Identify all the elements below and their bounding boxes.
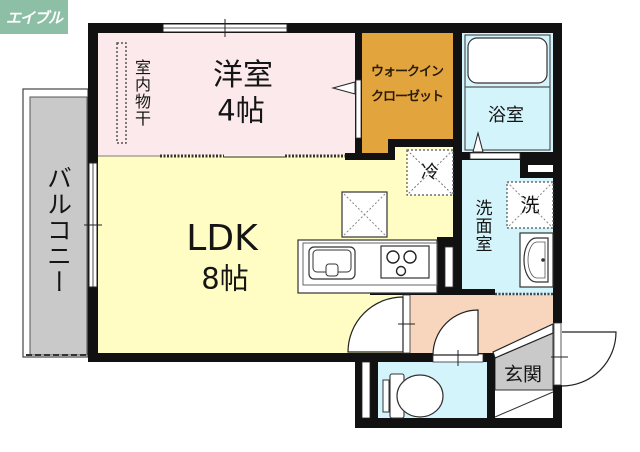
indoor-drying-label: 室内物干 bbox=[132, 59, 151, 127]
brand-logo-text: エイブル bbox=[5, 8, 63, 27]
window-ldk bbox=[84, 162, 102, 288]
washer-space bbox=[506, 181, 554, 229]
fridge-space bbox=[406, 149, 454, 196]
bathtub-icon bbox=[464, 34, 551, 151]
brand-logo: エイブル bbox=[0, 0, 68, 34]
indoor-drying-bar bbox=[116, 42, 127, 144]
window-western-room bbox=[162, 19, 288, 37]
closet-floor-ext bbox=[362, 139, 388, 155]
entrance-threshold bbox=[492, 323, 554, 418]
western-room-floor bbox=[98, 33, 355, 155]
stove-icon bbox=[380, 245, 430, 279]
pipe-shaft bbox=[528, 165, 553, 172]
sliding-doors-western-room bbox=[98, 154, 345, 158]
window-toilet bbox=[361, 361, 371, 419]
washer-label: 洗 bbox=[520, 194, 540, 217]
kitchen-wall-slot bbox=[444, 246, 454, 288]
closet-label-line2: クローゼット bbox=[370, 89, 444, 105]
fridge-label: 冷 bbox=[421, 162, 439, 183]
closet-label-line1: ウォークイン bbox=[370, 64, 444, 80]
western-room-size: 4帖 bbox=[217, 93, 265, 128]
bath-name: 浴室 bbox=[488, 105, 524, 126]
washbasin-icon bbox=[519, 232, 554, 288]
storage-box-icon bbox=[341, 191, 388, 238]
entrance-name: 玄関 bbox=[503, 363, 543, 386]
ldk-size: 8帖 bbox=[201, 261, 249, 296]
western-room-name: 洋室 bbox=[213, 58, 273, 93]
ldk-door bbox=[347, 294, 415, 354]
balcony-name: バルコニー bbox=[43, 165, 73, 295]
ldk-name: LDK bbox=[186, 218, 258, 259]
toilet-door bbox=[432, 309, 484, 366]
balcony bbox=[22, 88, 89, 358]
sink-icon bbox=[308, 246, 356, 280]
bath-door bbox=[469, 131, 521, 160]
closet-floor bbox=[362, 33, 453, 140]
entrance-door bbox=[551, 322, 617, 387]
western-room-door bbox=[331, 79, 362, 139]
washroom-name: 洗面室 bbox=[471, 199, 492, 253]
toilet-icon bbox=[382, 373, 444, 419]
